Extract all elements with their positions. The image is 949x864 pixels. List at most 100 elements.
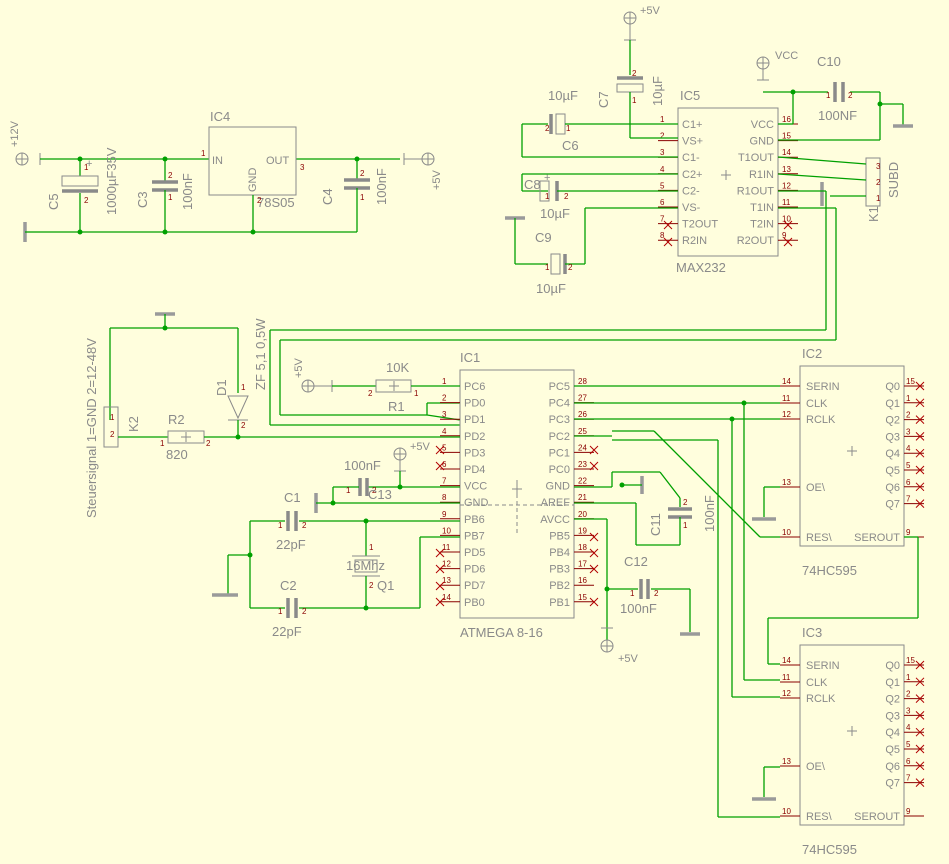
pin-label: C1- xyxy=(682,152,700,164)
svg-text:1: 1 xyxy=(566,124,571,133)
r1-value: 10K xyxy=(386,360,409,375)
pin-number: 8 xyxy=(660,231,665,240)
c11-value: 100nF xyxy=(702,495,717,532)
c13-value: 100nF xyxy=(344,458,381,473)
c2-value: 22pF xyxy=(272,624,302,639)
pin-number: 13 xyxy=(782,165,791,174)
pin-label: PC2 xyxy=(549,431,570,443)
pin-number: 9 xyxy=(782,231,787,240)
pin-label: PC3 xyxy=(549,414,570,426)
pin-number: 1 xyxy=(660,115,665,124)
pin-number: 15 xyxy=(906,377,915,386)
supply-12v: +12V xyxy=(9,120,41,166)
pin-label: PC1 xyxy=(549,447,570,459)
pin-number: 5 xyxy=(442,443,447,452)
pin-label: PB2 xyxy=(549,580,570,592)
pin-number: 9 xyxy=(906,528,911,537)
pin-number: 13 xyxy=(442,576,451,585)
c7-name: C7 xyxy=(596,91,611,108)
svg-text:3: 3 xyxy=(876,162,881,171)
pin-number: 15 xyxy=(578,593,587,602)
capacitor-c11: 21 C11 100nF xyxy=(574,471,717,546)
svg-text:1: 1 xyxy=(683,521,688,530)
c4-value: 100nF xyxy=(374,168,389,205)
pin-label: OE\ xyxy=(806,761,826,773)
pin-label: PB7 xyxy=(464,530,485,542)
pin-label: PB3 xyxy=(549,564,570,576)
capacitor-c4: 21 C4 100nF xyxy=(320,159,389,232)
svg-text:1: 1 xyxy=(360,193,365,202)
pin-label: C2- xyxy=(682,185,700,197)
pin-label: Q5 xyxy=(885,744,900,756)
pin-number: 10 xyxy=(442,526,451,535)
supply-5v-label-5: +5V xyxy=(618,653,639,665)
supply-vcc-label: VCC xyxy=(775,50,798,62)
ic5-right-pins: 16VCC15GND14T1OUT13R1IN12R1OUT11T1IN10T2… xyxy=(737,115,798,247)
power-supply-section: +12V 12 + C5 1000µF35V 21 C3 xyxy=(9,109,443,242)
svg-text:1: 1 xyxy=(876,194,881,203)
pin-label: PD0 xyxy=(464,398,485,410)
pin-label: AVCC xyxy=(540,514,570,526)
pin-number: 9 xyxy=(442,510,447,519)
connector-k2: 12 K2 Steuersignal 1=GND 2=12-48V xyxy=(84,338,168,518)
pin-label: PD7 xyxy=(464,580,485,592)
k2-name: K2 xyxy=(126,416,141,432)
pin-label: CLK xyxy=(806,398,828,410)
pin-number: 7 xyxy=(442,477,447,486)
pin-label: T1OUT xyxy=(738,152,774,164)
pin-label: T1IN xyxy=(750,202,774,214)
ic3-value: 74HC595 xyxy=(802,842,857,857)
c9-name: C9 xyxy=(535,230,552,245)
pin-label: Q3 xyxy=(885,710,900,722)
pin-number: 8 xyxy=(442,493,447,502)
pin-label: Q4 xyxy=(885,448,900,460)
svg-text:1: 1 xyxy=(110,413,115,422)
pin-label: GND xyxy=(546,481,571,493)
pin-number: 7 xyxy=(906,774,911,783)
svg-text:2: 2 xyxy=(564,192,569,201)
pin-number: 1 xyxy=(906,673,911,682)
ic3-name: IC3 xyxy=(802,625,822,640)
pin-label: Q6 xyxy=(885,761,900,773)
pin-label: VCC xyxy=(751,119,774,131)
pin-number: 17 xyxy=(578,560,587,569)
pin-number: 9 xyxy=(906,807,911,816)
c8-value: 10µF xyxy=(540,206,570,221)
pin-number: 12 xyxy=(782,181,791,190)
supply-5v-label-1: +5V xyxy=(431,169,443,190)
pin-number: 6 xyxy=(906,757,911,766)
ic1-no-connect-marks xyxy=(435,445,599,607)
c5-value: 1000µF35V xyxy=(104,147,119,215)
pin-label: Q2 xyxy=(885,415,900,427)
svg-text:2: 2 xyxy=(369,581,374,590)
uart-wires xyxy=(269,190,837,426)
pin-label: Q6 xyxy=(885,482,900,494)
svg-text:2: 2 xyxy=(654,589,659,598)
c6-value: 10µF xyxy=(548,88,578,103)
pin-number: 1 xyxy=(906,394,911,403)
capacitor-c7: 21 C7 10µF xyxy=(596,40,678,139)
supply-5v-label-2: +5V xyxy=(640,5,661,17)
pin-label: PC6 xyxy=(464,381,485,393)
pin-label: CLK xyxy=(806,677,828,689)
pin-number: 21 xyxy=(578,493,587,502)
svg-text:+: + xyxy=(544,172,550,184)
q1-value: 16Mhz xyxy=(346,558,385,573)
pin-label: R2OUT xyxy=(737,235,775,247)
pin-number: 11 xyxy=(782,198,791,207)
pin-label: R1OUT xyxy=(737,185,775,197)
q1-name: Q1 xyxy=(377,578,394,593)
svg-text:2: 2 xyxy=(545,124,550,133)
pin-number: 2 xyxy=(906,690,911,699)
pin-number: 11 xyxy=(442,543,451,552)
